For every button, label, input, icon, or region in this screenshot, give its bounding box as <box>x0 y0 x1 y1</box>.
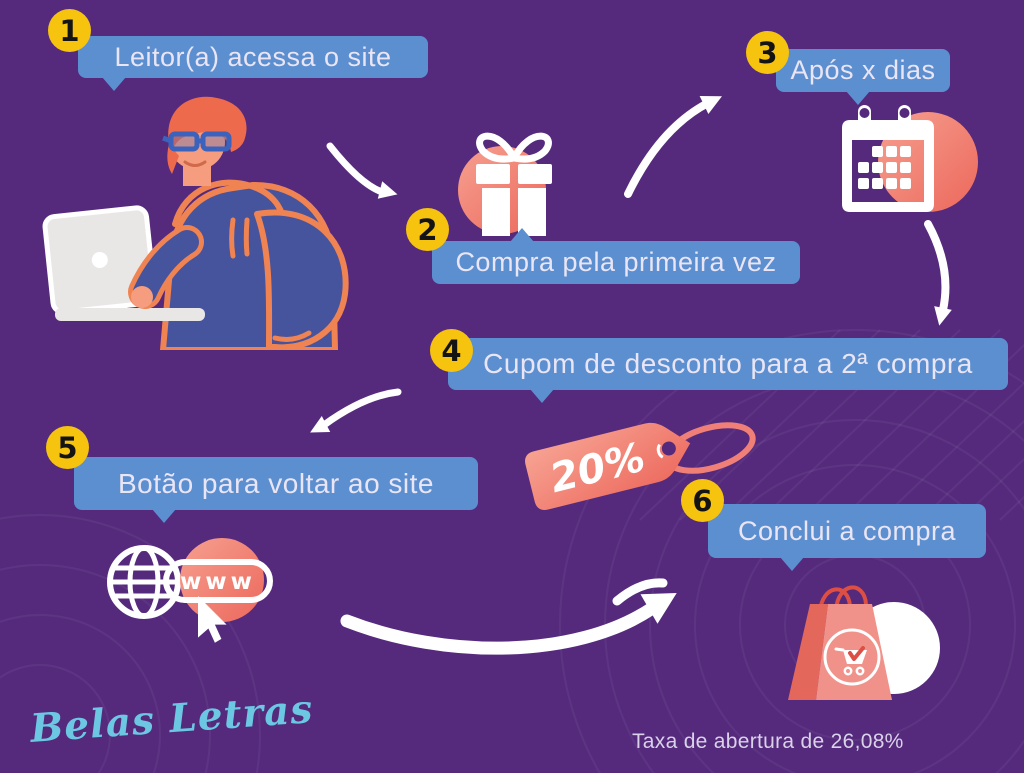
bubble-pointer <box>510 228 534 242</box>
step-2-bubble: Compra pela primeira vez <box>432 228 800 284</box>
arrow-step4-to-step5-icon <box>310 388 402 433</box>
step-3-number-badge: 3 <box>746 31 789 74</box>
arrow-step5-to-step6-icon <box>340 578 677 655</box>
step-5-number-badge: 5 <box>46 426 89 469</box>
open-rate-stat: Taxa de abertura de 26,08% <box>632 730 904 753</box>
glasses-icon <box>162 131 232 152</box>
reader-at-laptop-illustration <box>42 96 349 350</box>
step-3-bubble: Após x dias <box>776 49 950 105</box>
arrow-step1-to-step2-icon <box>326 142 398 199</box>
step-1-number-badge: 1 <box>48 9 91 52</box>
step-3-label: Após x dias <box>790 55 936 85</box>
step-4-number-badge: 4 <box>430 329 473 372</box>
shopping-bag-icon <box>788 585 940 700</box>
bubble-pointer <box>530 389 554 403</box>
calendar-grid <box>858 146 911 189</box>
arrow-step3-to-step4-icon <box>924 220 952 326</box>
step-6-number-badge: 6 <box>681 479 724 522</box>
step-4-label: Cupom de desconto para a 2ª compra <box>483 348 973 379</box>
calendar-icon <box>842 105 978 212</box>
globe-www-icon: www <box>107 538 273 643</box>
step-1-label: Leitor(a) acessa o site <box>114 41 392 72</box>
laptop-icon <box>42 205 205 321</box>
step-5-label: Botão para voltar ao site <box>117 467 434 499</box>
cursor-icon <box>198 596 227 643</box>
step-2-label: Compra pela primeira vez <box>455 247 777 277</box>
gift-bow <box>476 132 552 163</box>
globe-outline <box>107 545 181 619</box>
step-6-label: Conclui a compra <box>737 515 957 546</box>
arrow-step2-to-step3-icon <box>624 96 722 198</box>
bubble-pointer <box>846 91 870 105</box>
cart-check-icon <box>823 628 881 686</box>
sleeve <box>254 209 349 350</box>
bubble-pointer <box>152 509 176 523</box>
step-6-bubble: Conclui a compra <box>708 504 986 571</box>
step-1-bubble: Leitor(a) acessa o site <box>78 36 428 91</box>
typing-arm <box>128 225 204 309</box>
step-2-number-badge: 2 <box>406 208 449 251</box>
smile <box>183 160 207 167</box>
gift-icon <box>458 132 552 236</box>
step-5-bubble: Botão para voltar ao site <box>74 457 478 523</box>
www-label: www <box>180 569 256 595</box>
calendar-rings <box>858 105 911 133</box>
bubble-pointer <box>102 77 126 91</box>
www-pill <box>163 559 273 603</box>
discount-tag-icon: 20% <box>525 422 756 510</box>
bubble-pointer <box>780 557 804 571</box>
step-4-bubble: Cupom de desconto para a 2ª compra <box>448 338 1008 403</box>
